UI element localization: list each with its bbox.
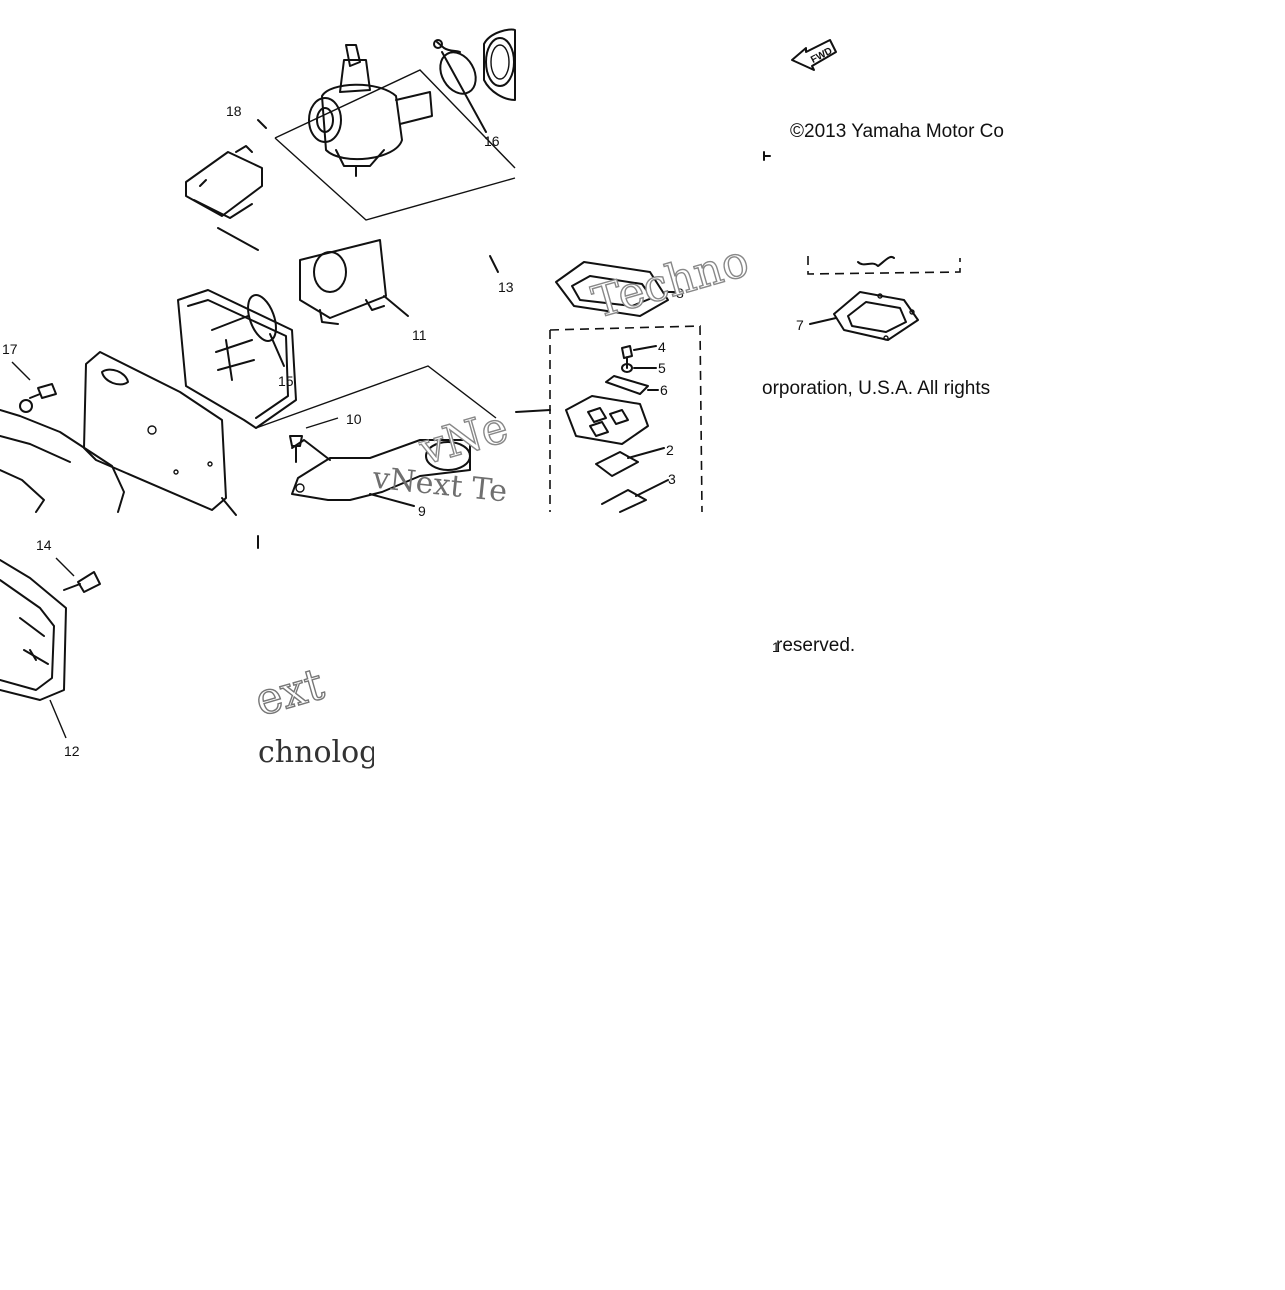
- reed-valve-box: [549, 325, 703, 513]
- fwd-arrow-icon: FWD: [791, 39, 837, 71]
- callout-3: 3: [668, 471, 676, 487]
- callout-1: 1: [772, 639, 780, 655]
- stopper-6: [605, 375, 649, 395]
- callout-11: 11: [412, 327, 427, 343]
- watermark-text-3: chnolog: [258, 735, 374, 770]
- main-assembly-fragment: 18 16 13 11 15 17 10 9: [0, 28, 516, 519]
- bracket-18: [185, 145, 263, 251]
- leader-11: [383, 295, 409, 317]
- callout-16: 16: [484, 133, 500, 149]
- callout-17: 17: [2, 341, 18, 357]
- leader-16: [441, 51, 487, 133]
- leader-frame: [274, 69, 516, 221]
- right-fragment: FWD 7: [763, 39, 961, 341]
- callout-15: 15: [278, 373, 294, 389]
- callout-13: 13: [498, 279, 514, 295]
- callout-6: 6: [660, 382, 668, 398]
- copyright-line-1: ©2013 Yamaha Motor Co: [790, 121, 1004, 142]
- copyright-line-3: reserved.: [776, 635, 856, 656]
- intake-manifold-9: [289, 417, 471, 501]
- filter-panel: [83, 351, 237, 516]
- gasket-8: [555, 261, 669, 317]
- callout-7: 7: [796, 317, 804, 333]
- washer-5: [621, 363, 633, 373]
- reed-valve-assembly: 8 4 5 6 2 3: [515, 261, 703, 513]
- callout-5: 5: [658, 360, 666, 376]
- bolt-14: [63, 571, 101, 593]
- screw-4: [621, 345, 633, 369]
- housing-left: [0, 399, 125, 513]
- leader-9: [369, 493, 415, 507]
- gasket-15: [247, 294, 277, 342]
- callout-12: 12: [64, 743, 80, 759]
- leader-frame-2: [255, 365, 497, 429]
- reed-2: [595, 451, 639, 477]
- cover-12: [0, 559, 67, 701]
- lower-left-fragment: 14 12 1: [0, 535, 780, 759]
- callout-2: 2: [666, 442, 674, 458]
- leader-15: [269, 333, 285, 367]
- air-cleaner-case: [177, 289, 297, 429]
- intake-boot: [483, 28, 516, 101]
- callout-9: 9: [418, 503, 426, 519]
- bolt-17: [11, 361, 57, 399]
- callout-10: 10: [346, 411, 362, 427]
- carb-flange-11: [299, 239, 387, 325]
- leader-18: [257, 119, 267, 129]
- dashed-bracket: [807, 256, 961, 275]
- callout-14: 14: [36, 537, 52, 553]
- copyright-line-2: orporation, U.S.A. All rights: [762, 378, 991, 399]
- leader-13: [489, 255, 499, 273]
- clamp-16: [433, 39, 477, 95]
- reed-box-leader: [515, 409, 551, 413]
- callout-8: 8: [676, 285, 684, 301]
- gasket-7: [833, 291, 919, 341]
- callout-4: 4: [658, 339, 666, 355]
- reed-body: [565, 395, 649, 445]
- callout-18: 18: [226, 103, 242, 119]
- carburetor: [308, 44, 433, 177]
